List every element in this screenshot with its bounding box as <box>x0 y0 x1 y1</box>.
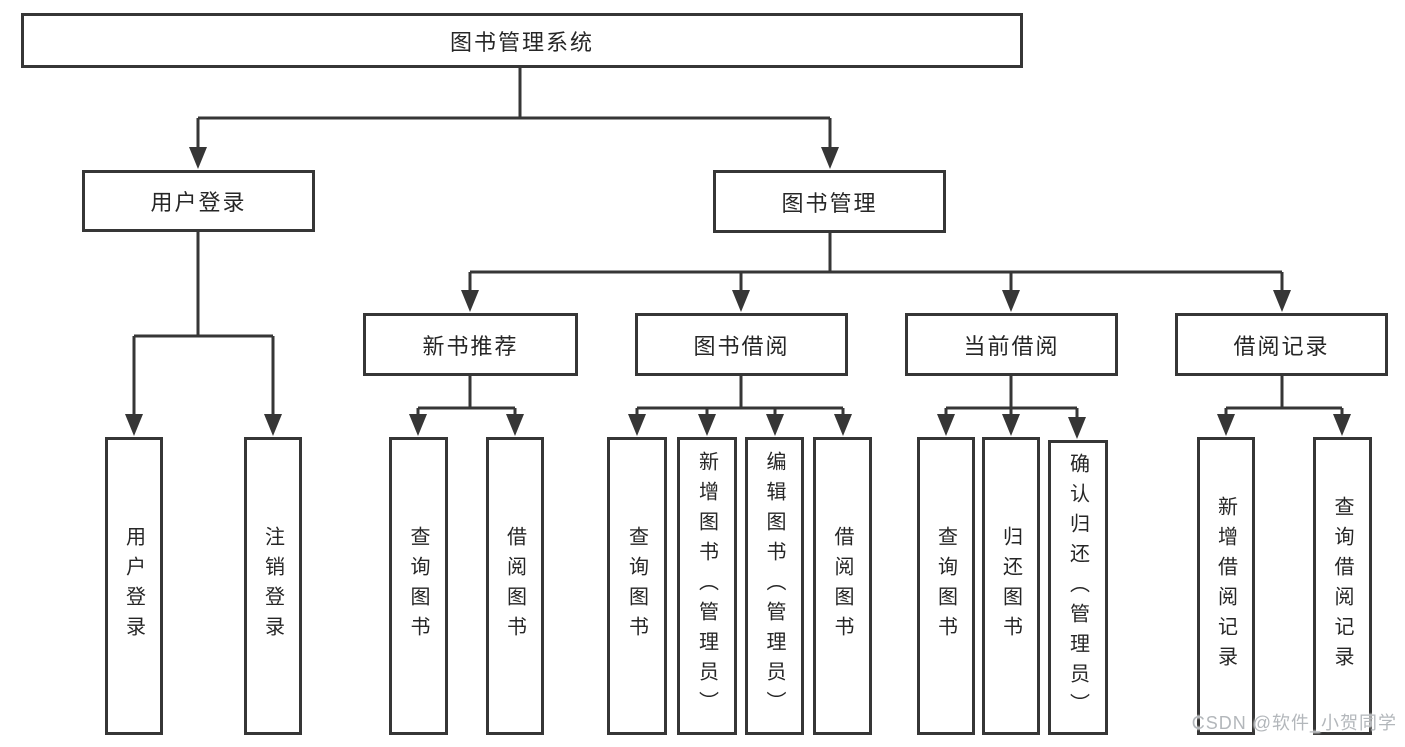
node-label: 查询图书 <box>625 526 648 646</box>
node-current-borrowing: 当前借阅 <box>905 313 1118 376</box>
node-label: 用户登录 <box>122 526 145 646</box>
node-logout: 注销登录 <box>244 437 302 735</box>
node-label: 新增图书（管理员） <box>695 451 718 721</box>
node-add-borrow-record: 新增借阅记录 <box>1197 437 1255 735</box>
node-query-borrow-record: 查询借阅记录 <box>1313 437 1372 735</box>
node-borrow-books-leaf: 借阅图书 <box>813 437 872 735</box>
node-query-books-current: 查询图书 <box>917 437 975 735</box>
node-library-system: 图书管理系统 <box>21 13 1023 68</box>
node-return-books: 归还图书 <box>982 437 1040 735</box>
node-query-books-borrow: 查询图书 <box>607 437 667 735</box>
node-label: 归还图书 <box>999 526 1022 646</box>
node-label: 借阅记录 <box>1233 333 1330 359</box>
node-label: 查询图书 <box>407 526 429 646</box>
node-book-management: 图书管理 <box>713 170 946 233</box>
node-borrowing-records: 借阅记录 <box>1175 313 1388 376</box>
node-label: 编辑图书（管理员） <box>763 451 785 721</box>
node-edit-books-admin: 编辑图书（管理员） <box>745 437 804 735</box>
node-borrow-books-recommend: 借阅图书 <box>486 437 544 735</box>
watermark: CSDN @软件_小贺同学 <box>1191 713 1397 733</box>
node-book-borrowing: 图书借阅 <box>635 313 848 376</box>
node-label: 借阅图书 <box>831 526 853 646</box>
node-label: 确认归还（管理员） <box>1066 452 1089 723</box>
node-user-login-leaf: 用户登录 <box>105 437 163 735</box>
node-label: 查询借阅记录 <box>1331 496 1353 676</box>
node-user-login: 用户登录 <box>82 170 315 232</box>
node-label: 新增借阅记录 <box>1214 496 1237 676</box>
node-new-book-recommend: 新书推荐 <box>363 313 578 376</box>
node-label: 注销登录 <box>261 526 284 646</box>
node-label: 图书借阅 <box>693 333 790 359</box>
node-label: 新书推荐 <box>422 333 519 359</box>
node-add-books-admin: 新增图书（管理员） <box>677 437 737 735</box>
node-label: 图书管理系统 <box>449 29 594 55</box>
node-query-books-recommend: 查询图书 <box>389 437 448 735</box>
node-label: 用户登录 <box>150 190 247 215</box>
node-label: 当前借阅 <box>963 333 1060 359</box>
node-confirm-return-admin: 确认归还（管理员） <box>1048 440 1108 735</box>
node-label: 借阅图书 <box>503 526 526 646</box>
node-label: 查询图书 <box>934 526 957 646</box>
node-label: 图书管理 <box>781 190 878 216</box>
